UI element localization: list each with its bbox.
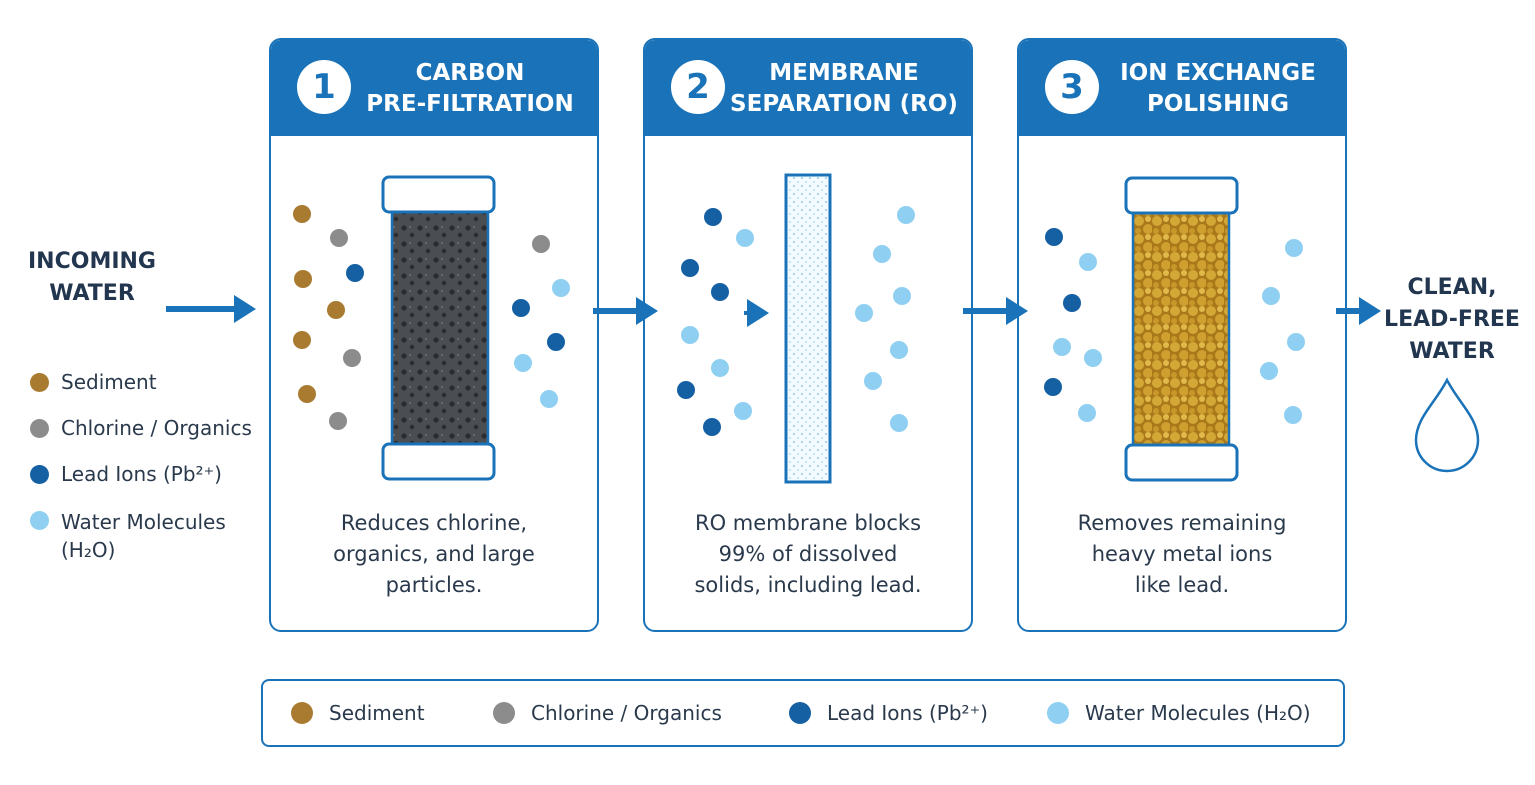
- sediment-dot-icon: [291, 702, 313, 724]
- lead-dot-icon: [789, 702, 811, 724]
- bottom-legend-label: Water Molecules (H₂O): [1085, 701, 1311, 725]
- bottom-legend-label: Lead Ions (Pb²⁺): [827, 701, 988, 725]
- legend-label: Chlorine / Organics: [61, 416, 252, 440]
- legend-label: Sediment: [61, 370, 157, 394]
- sediment-dot-icon: [30, 373, 49, 392]
- bottom-legend-item-lead: Lead Ions (Pb²⁺): [789, 701, 988, 725]
- legend-item-lead: Lead Ions (Pb²⁺): [30, 462, 222, 486]
- stage-header: 3 ION EXCHANGE POLISHING: [1019, 40, 1345, 136]
- water-dot-icon: [1047, 702, 1069, 724]
- bottom-legend: Sediment Chlorine / Organics Lead Ions (…: [261, 679, 1345, 747]
- stage-title: CARBON PRE-FILTRATION: [366, 60, 574, 117]
- stage-panel-membrane: 2 MEMBRANE SEPARATION (RO) RO membrane b…: [643, 38, 973, 632]
- legend-item-sediment: Sediment: [30, 370, 157, 394]
- stage-header: 1 CARBON PRE-FILTRATION: [271, 40, 597, 136]
- stage-panel-ion-exchange: 3 ION EXCHANGE POLISHING Removes remaini…: [1017, 38, 1347, 632]
- legend-item-water: Water Molecules (H₂O): [30, 508, 226, 564]
- stage-description: Reduces chlorine, organics, and large pa…: [333, 511, 535, 597]
- bottom-legend-label: Sediment: [329, 701, 425, 725]
- outgoing-water-label: CLEAN, LEAD-FREE WATER: [1384, 275, 1520, 364]
- chlorine-dot-icon: [30, 419, 49, 438]
- stage-description: Removes remaining heavy metal ions like …: [1077, 511, 1287, 597]
- step-number-badge: 1: [297, 60, 351, 114]
- legend-label: Water Molecules (H₂O): [61, 510, 226, 562]
- step-number-badge: 2: [671, 60, 725, 114]
- legend-item-chlorine: Chlorine / Organics: [30, 416, 252, 440]
- legend-label: Lead Ions (Pb²⁺): [61, 462, 222, 486]
- bottom-legend-label: Chlorine / Organics: [531, 701, 722, 725]
- bottom-legend-item-sediment: Sediment: [291, 701, 425, 725]
- incoming-water-label: INCOMING WATER: [28, 249, 156, 306]
- stage-title: ION EXCHANGE POLISHING: [1120, 60, 1316, 117]
- step-number-badge: 3: [1045, 60, 1099, 114]
- stage-description: RO membrane blocks 99% of dissolved soli…: [694, 511, 922, 597]
- chlorine-dot-icon: [493, 702, 515, 724]
- stage-panel-carbon: 1 CARBON PRE-FILTRATION Reduces chlorine…: [269, 38, 599, 632]
- bottom-legend-item-water: Water Molecules (H₂O): [1047, 701, 1311, 725]
- water-dot-icon: [30, 511, 49, 530]
- stage-header: 2 MEMBRANE SEPARATION (RO): [645, 40, 971, 136]
- bottom-legend-item-chlorine: Chlorine / Organics: [493, 701, 722, 725]
- stage-title: MEMBRANE SEPARATION (RO): [730, 60, 958, 117]
- lead-dot-icon: [30, 465, 49, 484]
